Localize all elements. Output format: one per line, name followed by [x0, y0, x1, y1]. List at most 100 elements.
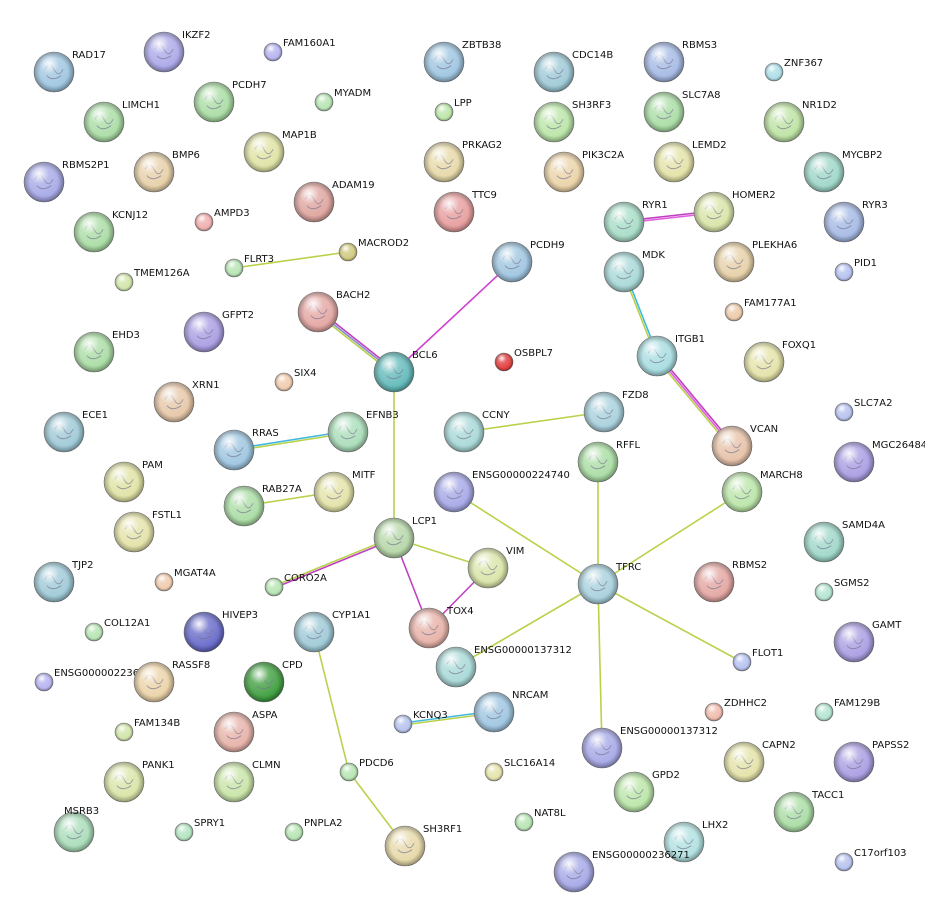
node-fam177a1[interactable]: FAM177A1 [724, 298, 797, 322]
node-nat8l[interactable]: NAT8L [514, 808, 566, 832]
node-pcdh7[interactable]: PCDH7 [193, 80, 267, 123]
node-vim[interactable]: VIM [467, 546, 524, 589]
node-pid1[interactable]: PID1 [834, 258, 877, 282]
node-ensg00000137312_b[interactable]: ENSG00000137312 [581, 726, 718, 769]
node-cdc14b[interactable]: CDC14B [533, 50, 613, 93]
node-slc16a14[interactable]: SLC16A14 [484, 758, 555, 782]
node-rbms2[interactable]: RBMS2 [693, 560, 767, 603]
node-ece1[interactable]: ECE1 [43, 410, 108, 453]
node-ikzf2[interactable]: IKZF2 [143, 30, 210, 73]
node-vcan[interactable]: VCAN [711, 424, 778, 467]
node-zdhhc2[interactable]: ZDHHC2 [704, 698, 767, 722]
node-homer2[interactable]: HOMER2 [693, 190, 776, 233]
node-rbms3[interactable]: RBMS3 [643, 40, 717, 83]
node-pik3c2a[interactable]: PIK3C2A [543, 150, 624, 193]
node-col12a1[interactable]: COL12A1 [84, 618, 150, 642]
node-aspa[interactable]: ASPA [213, 710, 278, 753]
node-rab27a[interactable]: RAB27A [223, 484, 302, 527]
node-ensg00000236271[interactable]: ENSG00000236271 [553, 850, 690, 893]
node-efnb3[interactable]: EFNB3 [327, 410, 399, 453]
node-capn2[interactable]: CAPN2 [723, 740, 796, 783]
node-papss2[interactable]: PAPSS2 [833, 740, 909, 783]
node-nr1d2[interactable]: NR1D2 [763, 100, 837, 143]
node-msrb3[interactable]: MSRB3 [53, 806, 99, 853]
node-itgb1[interactable]: ITGB1 [636, 334, 705, 377]
node-sh3rf3[interactable]: SH3RF3 [533, 100, 611, 143]
node-ensg00000223654[interactable]: ENSG00000223654 [34, 668, 152, 692]
node-kcnq3[interactable]: KCNQ3 [393, 710, 448, 734]
node-sgms2[interactable]: SGMS2 [814, 578, 869, 602]
node-bach2[interactable]: BACH2 [297, 290, 370, 333]
node-lhx2[interactable]: LHX2 [663, 820, 728, 863]
node-sh3rf1[interactable]: SH3RF1 [384, 824, 462, 867]
node-limch1[interactable]: LIMCH1 [83, 100, 160, 143]
node-mdk[interactable]: MDK [603, 250, 665, 293]
node-plekha6[interactable]: PLEKHA6 [713, 240, 797, 283]
node-rad17[interactable]: RAD17 [33, 50, 106, 93]
node-fam134b[interactable]: FAM134B [114, 718, 180, 742]
node-six4[interactable]: SIX4 [274, 368, 317, 392]
node-rffl[interactable]: RFFL [577, 440, 640, 483]
node-gfpt2[interactable]: GFPT2 [183, 310, 254, 353]
node-adam19[interactable]: ADAM19 [293, 180, 375, 223]
node-coro2a[interactable]: CORO2A [264, 573, 327, 597]
node-slc7a8[interactable]: SLC7A8 [643, 90, 720, 133]
node-fzd8[interactable]: FZD8 [583, 390, 649, 433]
node-cyp1a1[interactable]: CYP1A1 [293, 610, 371, 653]
node-samd4a[interactable]: SAMD4A [803, 520, 885, 563]
node-rras[interactable]: RRAS [213, 428, 279, 471]
node-c17orf103[interactable]: C17orf103 [834, 848, 907, 872]
node-zbtb38[interactable]: ZBTB38 [423, 40, 501, 83]
node-myadm[interactable]: MYADM [314, 88, 371, 112]
node-pnpla2[interactable]: PNPLA2 [284, 818, 343, 842]
node-fam160a1[interactable]: FAM160A1 [263, 38, 336, 62]
node-ccny[interactable]: CCNY [443, 410, 510, 453]
node-lpp[interactable]: LPP [434, 98, 472, 122]
node-gpd2[interactable]: GPD2 [613, 770, 680, 813]
node-znf367[interactable]: ZNF367 [764, 58, 823, 82]
node-xrn1[interactable]: XRN1 [153, 380, 220, 423]
node-fstl1[interactable]: FSTL1 [113, 510, 182, 553]
node-tmem126a[interactable]: TMEM126A [114, 268, 190, 292]
node-hivep3[interactable]: HIVEP3 [183, 610, 258, 653]
node-lemd2[interactable]: LEMD2 [653, 140, 727, 183]
node-macrod2[interactable]: MACROD2 [338, 238, 409, 262]
node-ryr3[interactable]: RYR3 [823, 200, 888, 243]
node-tjp2[interactable]: TJP2 [33, 560, 93, 603]
node-tox4[interactable]: TOX4 [408, 606, 474, 649]
node-map1b[interactable]: MAP1B [243, 130, 317, 173]
node-mitf[interactable]: MITF [313, 470, 376, 513]
node-tfrc[interactable]: TFRC [577, 562, 641, 605]
node-flot1[interactable]: FLOT1 [732, 648, 783, 672]
node-osbpl7[interactable]: OSBPL7 [494, 348, 553, 372]
node-pcdh9[interactable]: PCDH9 [491, 240, 565, 283]
node-gamt[interactable]: GAMT [833, 620, 902, 663]
node-nrcam[interactable]: NRCAM [473, 690, 548, 733]
node-spry1[interactable]: SPRY1 [174, 818, 225, 842]
node-march8[interactable]: MARCH8 [721, 470, 803, 513]
node-ensg00000224740[interactable]: ENSG00000224740 [433, 470, 570, 513]
node-pdcd6[interactable]: PDCD6 [339, 758, 394, 782]
node-fam129b[interactable]: FAM129B [814, 698, 880, 722]
node-bcl6[interactable]: BCL6 [373, 350, 438, 393]
node-mgat4a[interactable]: MGAT4A [154, 568, 216, 592]
node-ampd3[interactable]: AMPD3 [194, 208, 250, 232]
node-clmn[interactable]: CLMN [213, 760, 281, 803]
node-pank1[interactable]: PANK1 [103, 760, 175, 803]
node-mycbp2[interactable]: MYCBP2 [803, 150, 882, 193]
node-slc7a2[interactable]: SLC7A2 [834, 398, 892, 422]
node-mgc26484[interactable]: MGC26484 [833, 440, 925, 483]
node-ehd3[interactable]: EHD3 [73, 330, 140, 373]
node-ensg00000137312_a[interactable]: ENSG00000137312 [435, 645, 572, 688]
node-bmp6[interactable]: BMP6 [133, 150, 200, 193]
node-pam[interactable]: PAM [103, 460, 163, 503]
node-cpd[interactable]: CPD [243, 660, 303, 703]
node-foxq1[interactable]: FOXQ1 [743, 340, 816, 383]
node-rbms2p1[interactable]: RBMS2P1 [23, 160, 110, 203]
node-rassf8[interactable]: RASSF8 [133, 660, 210, 703]
node-prkag2[interactable]: PRKAG2 [423, 140, 502, 183]
node-tacc1[interactable]: TACC1 [773, 790, 844, 833]
node-kcnj12[interactable]: KCNJ12 [73, 210, 148, 253]
node-lcp1[interactable]: LCP1 [373, 516, 437, 559]
node-ttc9[interactable]: TTC9 [433, 190, 497, 233]
